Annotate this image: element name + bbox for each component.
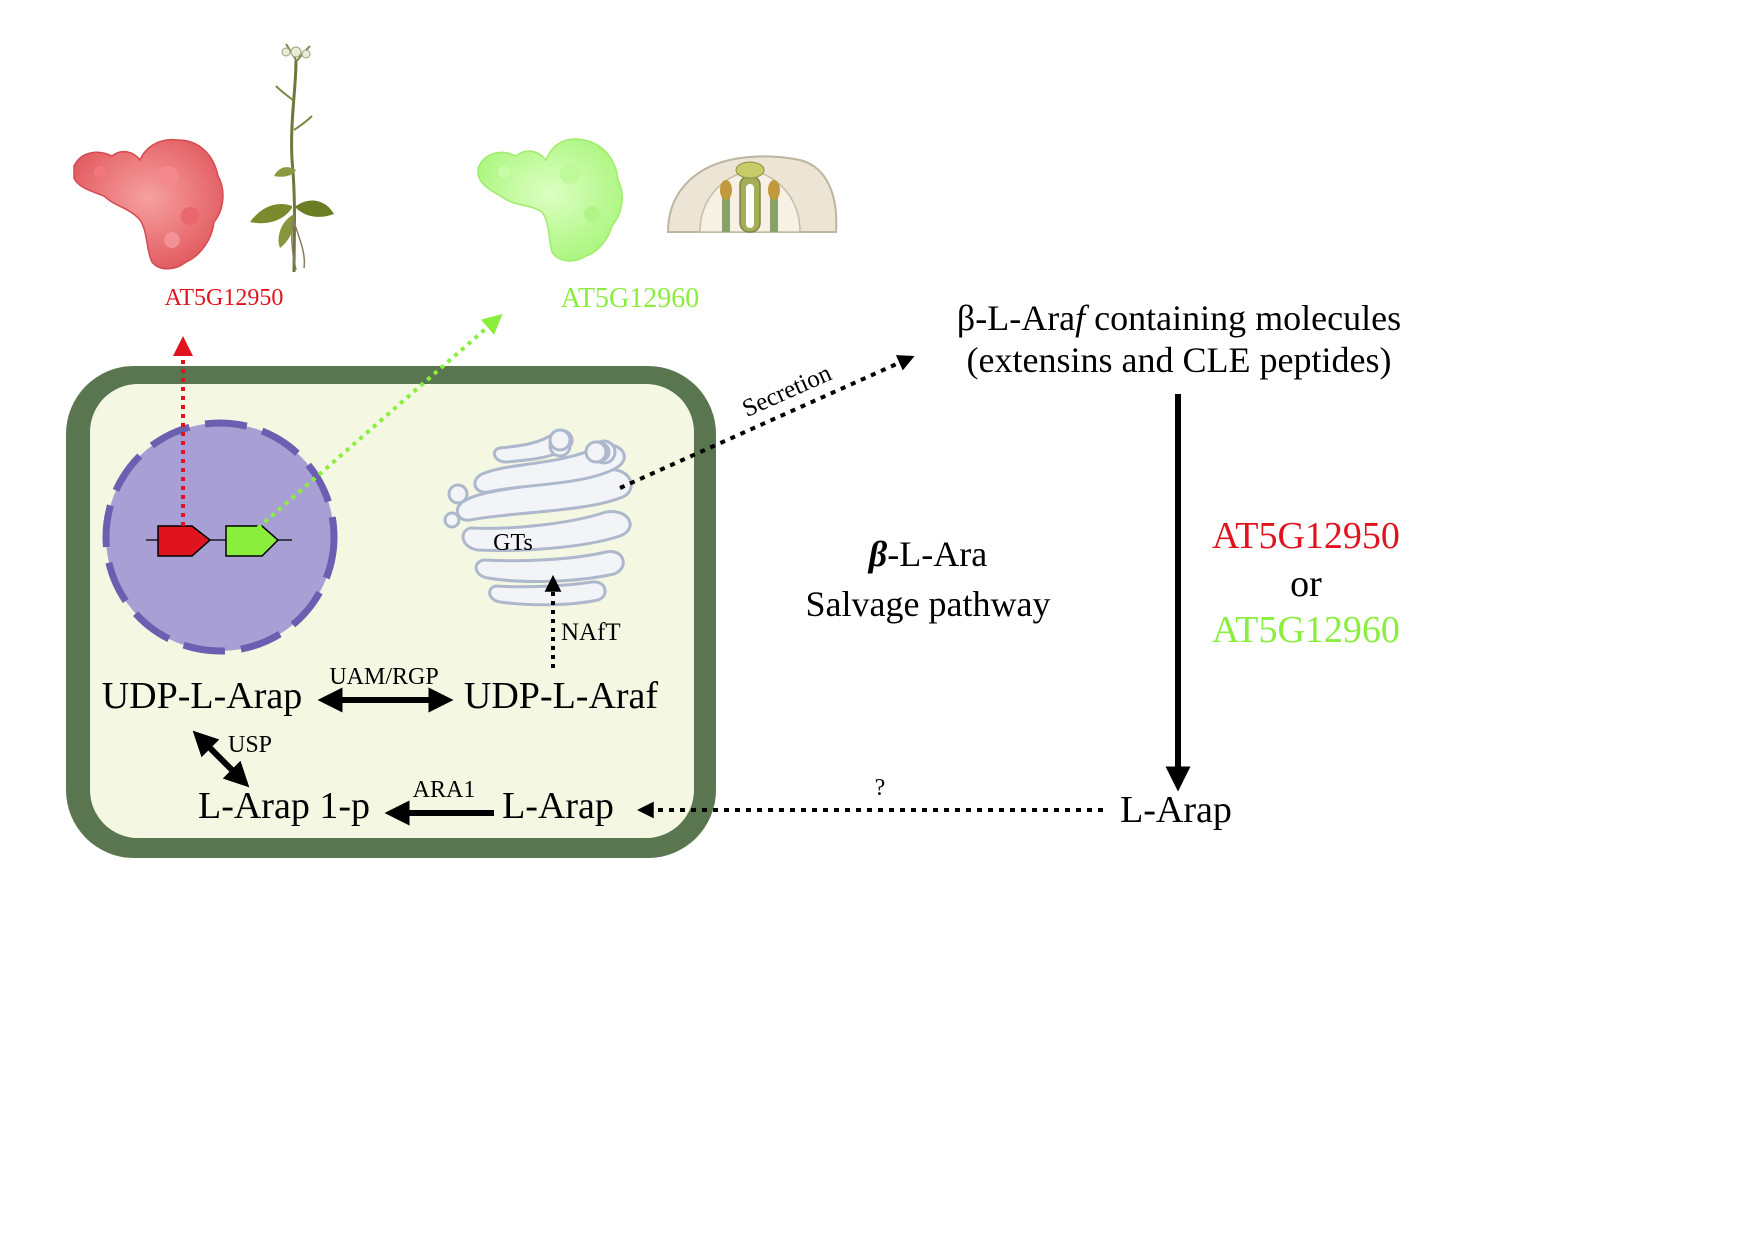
l-arap-inside-label: L-Arap xyxy=(502,785,614,827)
ara1-label: ARA1 xyxy=(413,777,476,803)
usp-arrow xyxy=(192,730,250,788)
question-label: ? xyxy=(875,775,886,801)
gene-label-at5g12960-top: AT5G12960 xyxy=(561,283,699,314)
gts-label: GTs xyxy=(493,530,533,556)
golgi-apparatus xyxy=(443,428,633,607)
naft-label: NAfT xyxy=(561,619,621,646)
protein-structure-icon-red xyxy=(73,138,224,270)
flower-section-icon xyxy=(666,155,838,233)
pathway-label-line2: Salvage pathway xyxy=(806,584,1051,624)
molecules-label-line2: (extensins and CLE peptides) xyxy=(967,340,1392,380)
gene-at5g12950-arrow xyxy=(157,525,212,557)
gene-cassette xyxy=(146,525,292,557)
nucleus xyxy=(102,419,338,655)
gene-at5g12960-arrow xyxy=(225,525,280,557)
pathway-label-line1: β-L-Ara xyxy=(867,534,987,574)
gene-label-at5g12960-right: AT5G12960 xyxy=(1212,609,1400,651)
uam-rgp-label: UAM/RGP xyxy=(329,664,438,690)
or-label: or xyxy=(1290,563,1322,605)
gene-label-at5g12950-right: AT5G12950 xyxy=(1212,515,1400,557)
l-arap-1p-label: L-Arap 1-p xyxy=(198,785,370,827)
l-arap-outside-label: L-Arap xyxy=(1120,789,1232,831)
arabidopsis-plant-icon xyxy=(250,43,334,273)
udp-l-arap-label: UDP-L-Arap xyxy=(102,675,303,717)
secretion-label: Secretion xyxy=(738,359,836,422)
gene-label-at5g12950-top: AT5G12950 xyxy=(165,285,284,311)
usp-label: USP xyxy=(228,732,272,758)
molecules-label-line1: β-L-Araf containing molecules xyxy=(957,298,1401,338)
protein-structure-icon-green xyxy=(477,138,624,262)
secretion-arrow xyxy=(619,355,915,490)
udp-l-araf-label: UDP-L-Araf xyxy=(464,675,659,717)
